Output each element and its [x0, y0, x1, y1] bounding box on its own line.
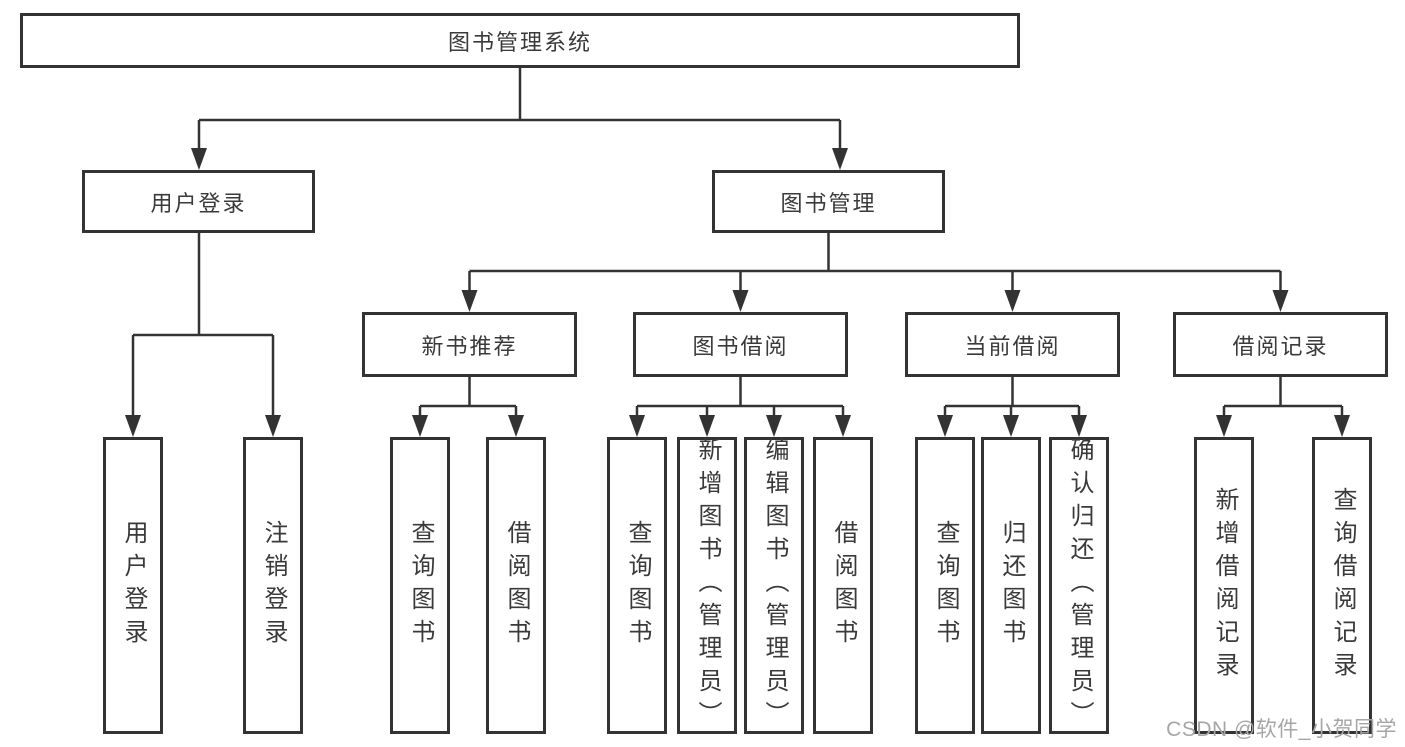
leaf-borrow-edit: 编辑图书（管理员） — [744, 437, 804, 734]
node-book-mgmt: 图书管理 — [712, 170, 945, 233]
connector-records-to-leaves — [1216, 377, 1350, 437]
node-user-login: 用户登录 — [82, 170, 315, 233]
leaf-records-query-label: 查询借阅记录 — [1329, 486, 1356, 685]
leaf-user-login-label: 用户登录 — [120, 519, 147, 652]
node-new-books: 新书推荐 — [362, 312, 577, 377]
leaf-borrow-borrow: 借阅图书 — [813, 437, 873, 734]
leaf-borrow-add: 新增图书（管理员） — [677, 437, 737, 734]
connector-bookborrow-to-leaves — [629, 377, 851, 437]
connector-currentborrow-to-leaves — [937, 377, 1087, 437]
leaf-newbooks-query-label: 查询图书 — [407, 519, 434, 652]
leaf-current-confirm: 确认归还（管理员） — [1049, 437, 1109, 734]
node-borrow-records: 借阅记录 — [1173, 312, 1388, 377]
leaf-logout: 注销登录 — [243, 437, 303, 734]
leaf-newbooks-query: 查询图书 — [390, 437, 450, 734]
node-current-borrow: 当前借阅 — [905, 312, 1120, 377]
leaf-current-return-label: 归还图书 — [998, 519, 1025, 652]
leaf-current-query-label: 查询图书 — [932, 519, 959, 652]
node-book-borrow: 图书借阅 — [633, 312, 848, 377]
leaf-records-query: 查询借阅记录 — [1312, 437, 1372, 734]
leaf-borrow-edit-label: 编辑图书（管理员） — [761, 437, 788, 734]
leaf-current-query: 查询图书 — [915, 437, 975, 734]
node-root: 图书管理系统 — [20, 13, 1020, 68]
leaf-current-confirm-label: 确认归还（管理员） — [1066, 437, 1093, 734]
leaf-newbooks-borrow-label: 借阅图书 — [503, 519, 530, 652]
connector-userlogin-to-leaves — [125, 233, 281, 437]
leaf-current-return: 归还图书 — [981, 437, 1041, 734]
connector-bookmgmt-to-level3 — [461, 233, 1289, 312]
leaf-borrow-add-label: 新增图书（管理员） — [694, 437, 721, 734]
leaf-borrow-query-label: 查询图书 — [624, 519, 651, 652]
leaf-borrow-borrow-label: 借阅图书 — [830, 519, 857, 652]
connector-newbooks-to-leaves — [412, 377, 524, 437]
leaf-logout-label: 注销登录 — [260, 519, 287, 652]
leaf-records-add-label: 新增借阅记录 — [1211, 486, 1238, 685]
leaf-newbooks-borrow: 借阅图书 — [486, 437, 546, 734]
csdn-watermark: CSDN @软件_小贺同学 — [1166, 718, 1397, 741]
leaf-records-add: 新增借阅记录 — [1194, 437, 1254, 734]
connector-root-to-level2 — [191, 68, 848, 170]
leaf-borrow-query: 查询图书 — [607, 437, 667, 734]
leaf-user-login: 用户登录 — [103, 437, 163, 734]
